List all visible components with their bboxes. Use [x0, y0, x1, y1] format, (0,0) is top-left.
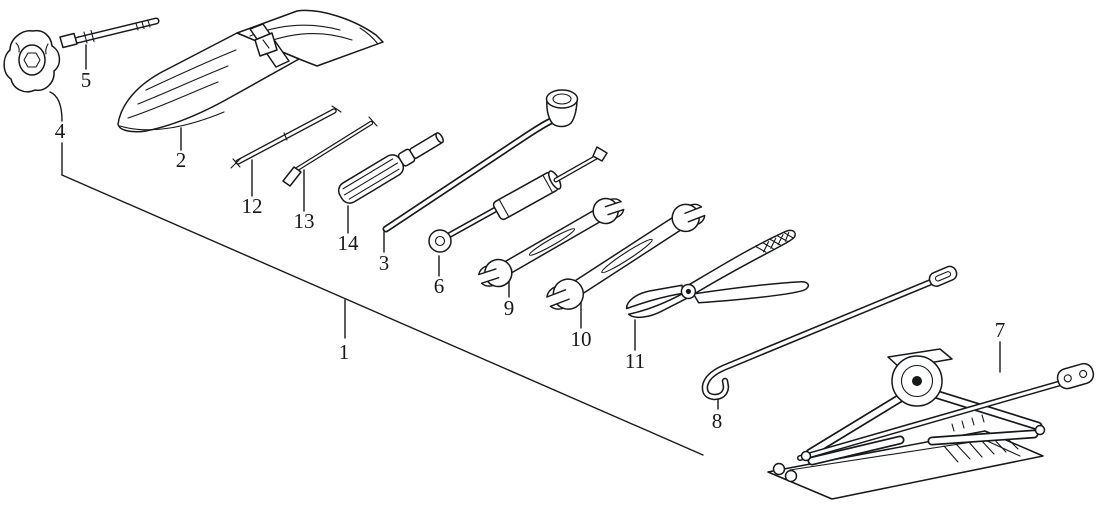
part-label-10: 10	[571, 327, 592, 351]
jack-handle-bar-drawing	[701, 265, 958, 401]
part-label-7: 7	[995, 318, 1006, 342]
part-label-11: 11	[625, 349, 645, 373]
part-label-13: 13	[294, 209, 315, 233]
wheel-wrench-drawing	[382, 89, 579, 233]
part-label-6: 6	[434, 274, 445, 298]
screwdriver-handle-drawing	[337, 132, 444, 204]
scissor-jack-drawing	[767, 348, 1095, 500]
open-end-wrench-large-drawing	[545, 203, 707, 310]
part-label-8: 8	[712, 409, 723, 433]
extension-bar-drawing	[428, 146, 608, 253]
wing-nut-drawing	[3, 29, 61, 93]
callout-labels: 1 2 3 4 5 6 7 8 9 10 11 12 13 14	[55, 68, 1006, 433]
tool-bag-drawing	[117, 9, 384, 133]
part-label-5: 5	[81, 68, 92, 92]
bolt-drawing	[59, 17, 160, 49]
group-bracket-line	[61, 174, 704, 456]
pliers-drawing	[625, 229, 810, 319]
open-end-wrench-small-drawing	[476, 197, 626, 288]
part-label-2: 2	[176, 148, 187, 172]
part-label-14: 14	[338, 231, 360, 255]
part-label-1: 1	[339, 340, 350, 364]
part-label-3: 3	[379, 251, 390, 275]
screwdriver-bit-drawing	[230, 105, 342, 169]
part-label-12: 12	[242, 194, 263, 218]
screwdriver-shaft-drawing	[282, 116, 378, 187]
part-label-9: 9	[504, 296, 515, 320]
part-label-4: 4	[55, 119, 66, 143]
